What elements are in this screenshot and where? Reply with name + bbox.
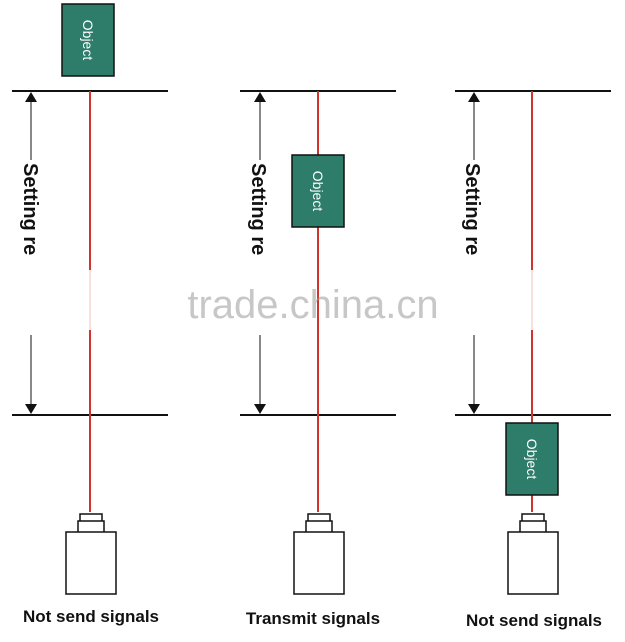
range-label-fade [10, 280, 50, 320]
object-block: Object [61, 3, 115, 77]
range-label-fade [452, 280, 492, 320]
object-block: Object [505, 422, 559, 496]
setting-range-label: Setting re [461, 163, 483, 255]
beam-gap [522, 270, 542, 330]
panel-2: Setting re Object Transmit signals [238, 90, 396, 628]
range-label-fade [238, 280, 278, 320]
sensor-device [293, 513, 345, 595]
signal-caption: Not send signals [23, 607, 159, 626]
beam-gap [80, 270, 100, 330]
panel-3: Setting re Object Not send signals [452, 90, 611, 630]
panel-1: Setting re Object Not send signals [10, 3, 168, 626]
setting-range-label: Setting re [19, 163, 41, 255]
object-block: Object [291, 154, 345, 228]
sensor-device [65, 513, 117, 595]
watermark-text: trade.china.cn [187, 283, 438, 327]
object-label: Object [80, 20, 96, 61]
signal-caption: Transmit signals [246, 609, 380, 628]
setting-range-label: Setting re [247, 163, 269, 255]
object-label: Object [310, 171, 326, 212]
sensor-device [507, 513, 559, 595]
object-label: Object [524, 439, 540, 480]
signal-caption: Not send signals [466, 611, 602, 630]
